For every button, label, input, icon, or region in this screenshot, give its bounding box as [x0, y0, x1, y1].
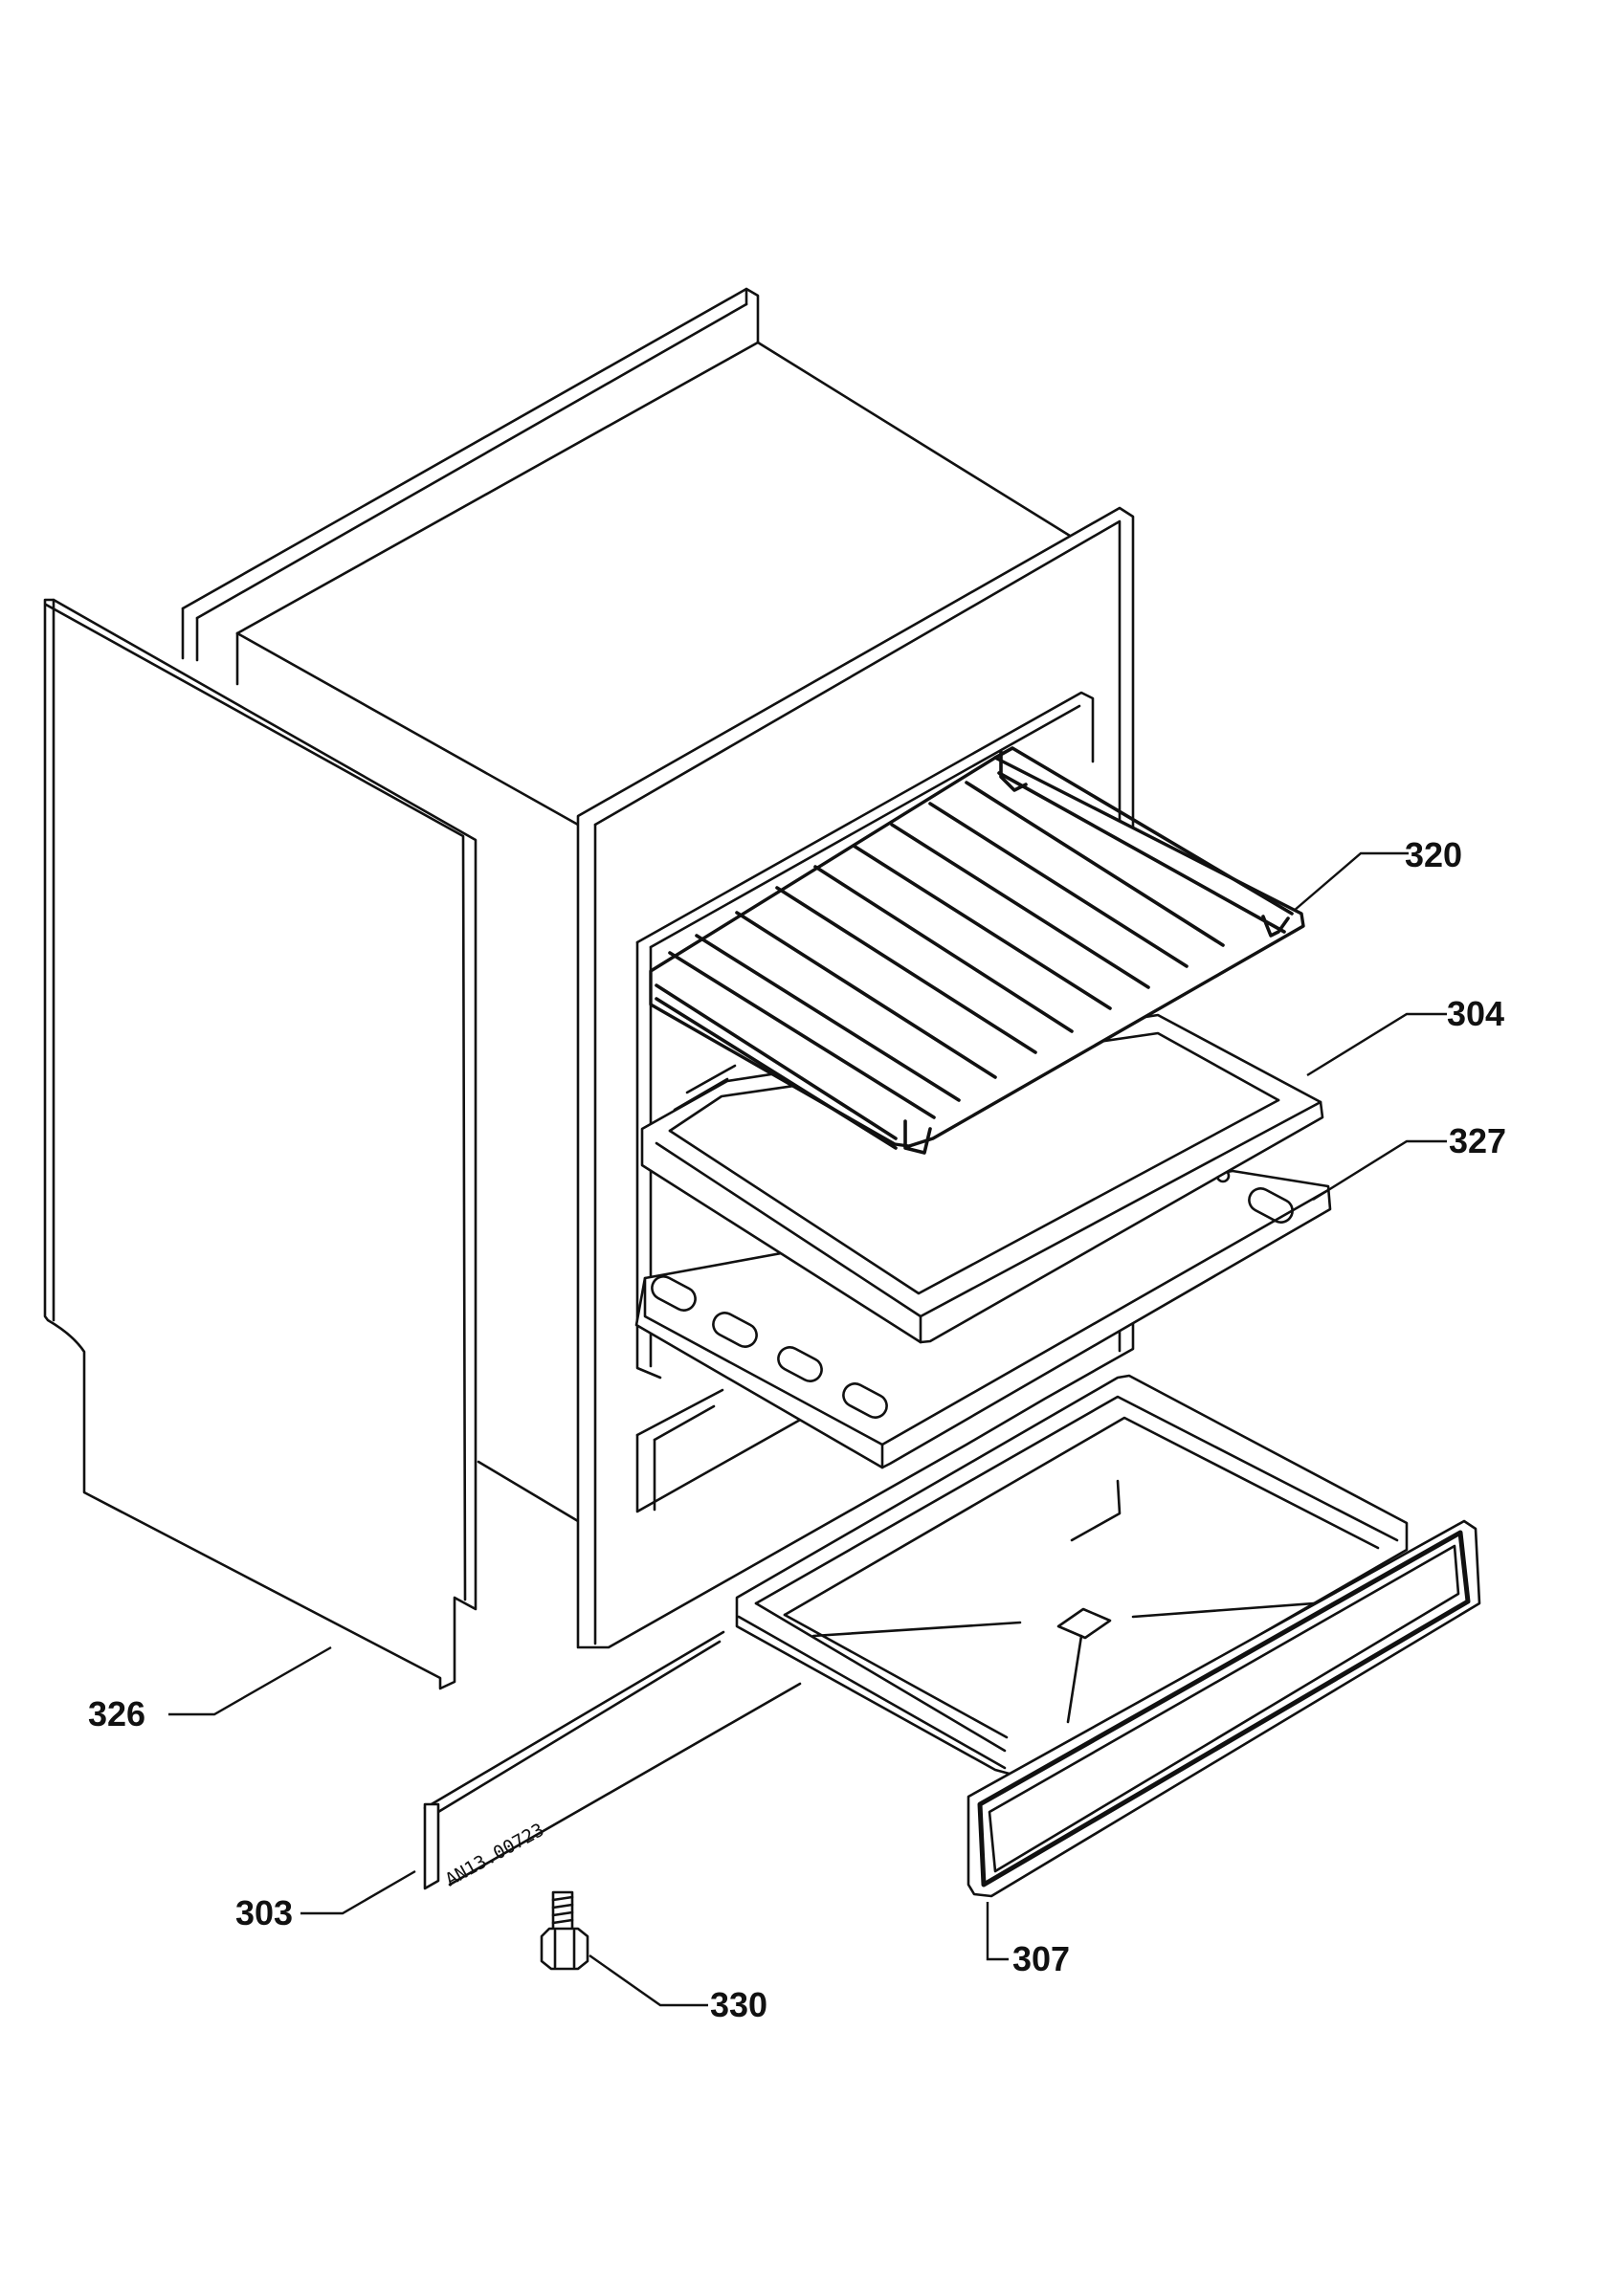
- pan-slots: [651, 1187, 1294, 1419]
- side-panel: [43, 598, 478, 1690]
- leader-330: [589, 1954, 708, 2007]
- leader-327: [1312, 1139, 1447, 1202]
- plinth-strip: AN13.00723: [423, 1630, 802, 1891]
- leader-326: [168, 1645, 332, 1716]
- leader-320: [1293, 851, 1409, 912]
- leader-304: [1306, 1012, 1447, 1077]
- oven-cabinet: [181, 287, 1072, 1523]
- wire-shelf: [649, 746, 1305, 1155]
- callout-304: 304: [1447, 994, 1504, 1033]
- callout-leaders: [168, 851, 1447, 2007]
- storage-drawer: [735, 1374, 1481, 1898]
- callout-327: 327: [1449, 1121, 1506, 1160]
- leader-303: [300, 1869, 416, 1915]
- part-stamp-text: AN13.00723: [442, 1820, 548, 1891]
- callout-307: 307: [1012, 1939, 1070, 1978]
- shelf-rods: [668, 781, 1225, 1119]
- leader-307: [986, 1902, 1009, 1961]
- callout-326: 326: [88, 1694, 145, 1733]
- callout-330: 330: [710, 1985, 767, 2024]
- callout-303: 303: [235, 1893, 293, 1932]
- callout-320: 320: [1405, 835, 1462, 874]
- drip-pan: [634, 1168, 1332, 1469]
- adjustable-foot-screw: [540, 1890, 589, 1971]
- callout-labels: 320 304 327 326 303 330 307: [88, 835, 1506, 2024]
